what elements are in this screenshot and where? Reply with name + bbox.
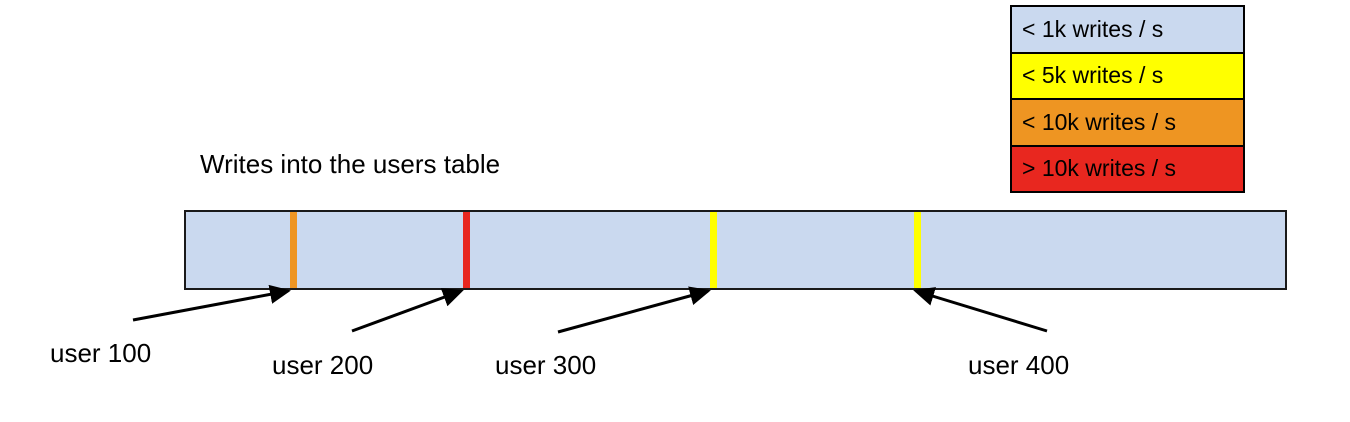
label-user-200: user 200 xyxy=(272,350,374,380)
arrow-user-400 xyxy=(913,287,1048,333)
legend-label: < 1k writes / s xyxy=(1022,15,1164,42)
arrow-user-200 xyxy=(351,288,464,333)
users-table-bar xyxy=(184,210,1287,290)
legend-row-2: < 5k writes / s xyxy=(1012,53,1243,100)
arrow-user-300 xyxy=(557,286,711,334)
label-user-400: user 400 xyxy=(968,350,1070,380)
legend-label: < 10k writes / s xyxy=(1022,108,1177,135)
marker-user-300 xyxy=(710,212,717,288)
label-user-100: user 100 xyxy=(50,338,152,368)
legend-label: < 5k writes / s xyxy=(1022,62,1164,89)
legend-row-1: < 1k writes / s xyxy=(1012,7,1243,54)
marker-user-400 xyxy=(914,212,921,288)
marker-user-200 xyxy=(463,212,470,288)
arrow-user-100 xyxy=(132,284,291,322)
legend-row-4: > 10k writes / s xyxy=(1012,146,1243,191)
page-title: Writes into the users table xyxy=(200,149,501,179)
label-user-300: user 300 xyxy=(495,350,597,380)
marker-user-100 xyxy=(290,212,297,288)
legend-row-3: < 10k writes / s xyxy=(1012,100,1243,147)
legend-label: > 10k writes / s xyxy=(1022,155,1177,182)
write-rate-legend: < 1k writes / s < 5k writes / s < 10k writ… xyxy=(1010,5,1245,193)
